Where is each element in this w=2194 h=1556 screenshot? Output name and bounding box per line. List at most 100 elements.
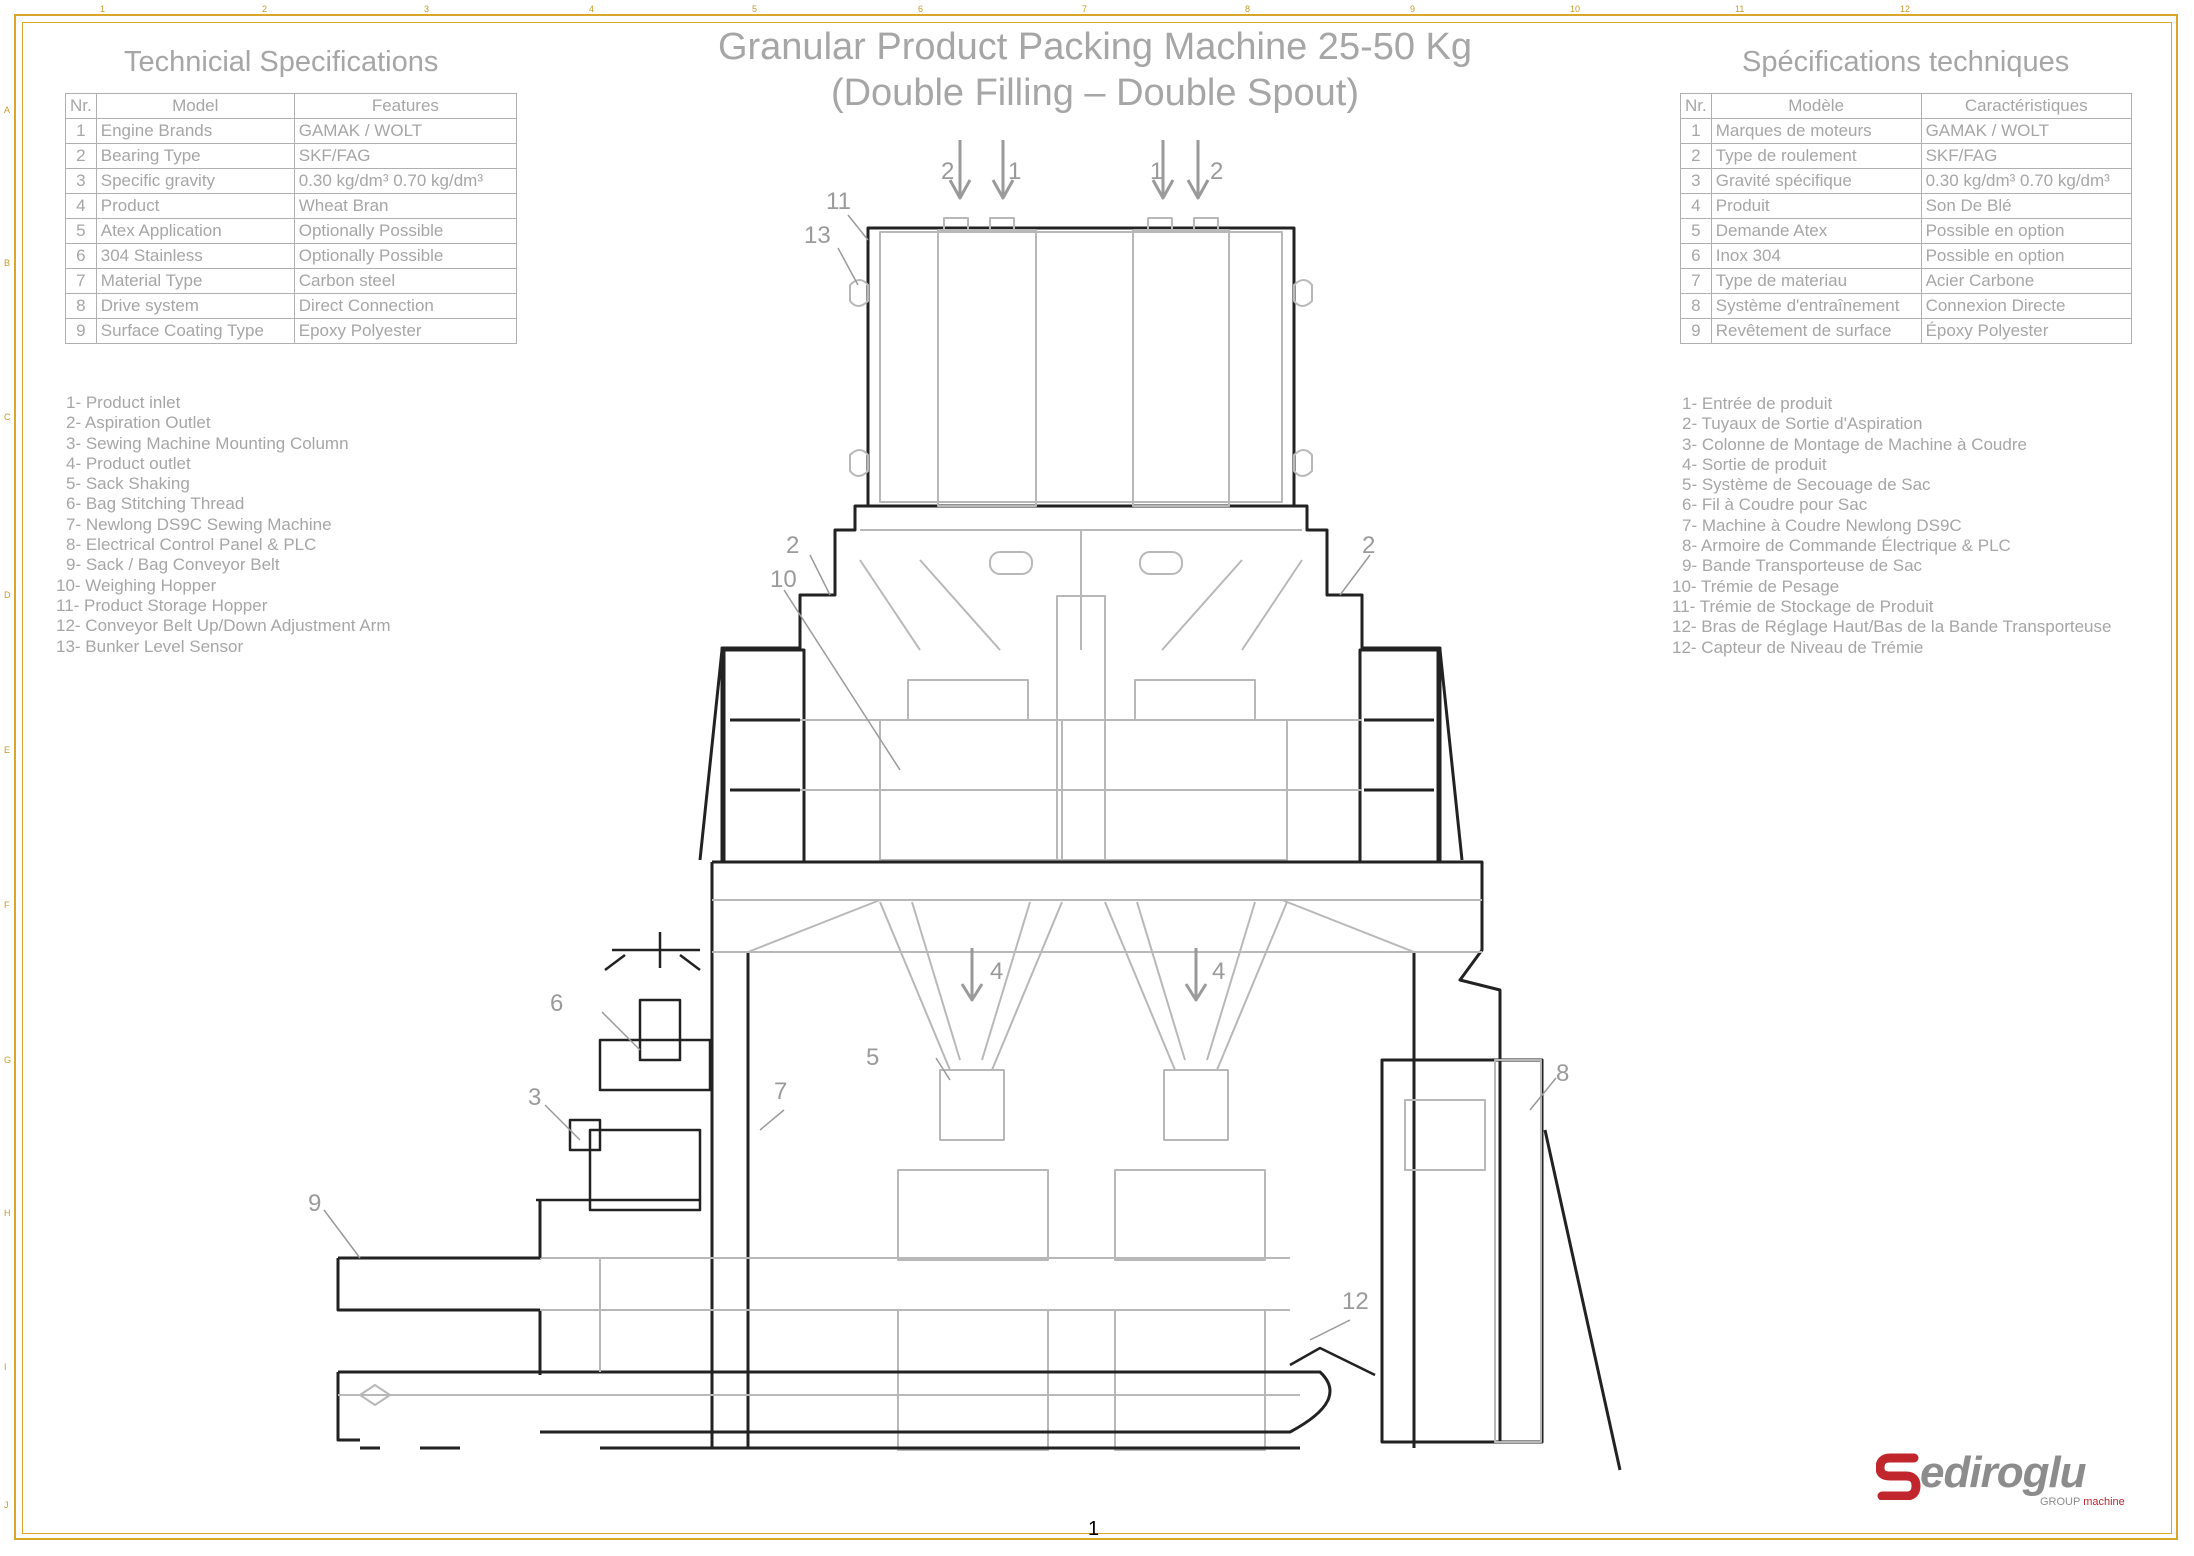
- ruler-top-label: 7: [1082, 4, 1088, 14]
- ruler-side-label: A: [4, 105, 11, 115]
- ruler-side-label: B: [4, 258, 11, 268]
- legend-item: 10- Weighing Hopper: [56, 575, 217, 595]
- cell-model: Product: [95, 193, 295, 219]
- cell-feature: Optionally Possible: [293, 243, 518, 269]
- cell-nr: 2: [1680, 143, 1712, 169]
- legend-item: 1- Entrée de produit: [1682, 394, 1833, 413]
- legend-item: 8- Electrical Control Panel & PLC: [66, 535, 317, 555]
- inlet-arrows: [948, 140, 1210, 200]
- legend-item: 7- Machine à Coudre Newlong DS9C: [1682, 515, 1962, 535]
- ruler-side-label: D: [4, 590, 11, 600]
- spec-fr-header-row: Nr. Modèle Caractéristiques: [1680, 93, 2133, 119]
- cell-model: Specific gravity: [95, 168, 295, 194]
- callout-6: 6: [550, 990, 564, 1017]
- legend-item: 4- Product outlet: [66, 453, 191, 473]
- main-frame: [710, 860, 1502, 1448]
- callout-8: 8: [1556, 1060, 1570, 1087]
- logo-subtitle: GROUP machine: [2040, 1496, 2125, 1508]
- ruler-top-label: 11: [1735, 4, 1745, 14]
- cell-model: Inox 304: [1710, 243, 1922, 269]
- col-features: Features: [293, 93, 518, 119]
- callout-7: 7: [774, 1078, 788, 1105]
- cell-model: Engine Brands: [95, 118, 295, 144]
- cell-feature: Son De Blé: [1920, 193, 2133, 219]
- conveyor-belt: [336, 1200, 1332, 1450]
- drawing-frame-inner: [22, 22, 2172, 1534]
- legend-item: 11- Trémie de Stockage de Produit: [1672, 596, 1934, 616]
- logo-wordmark: ediroglu: [1920, 1448, 2087, 1498]
- cell-model: Type de roulement: [1710, 143, 1922, 169]
- logo-brand: edirog: [1920, 1448, 2049, 1497]
- legend-item: 12- Bras de Réglage Haut/Bas de la Bande…: [1672, 617, 2112, 637]
- main-frame-detail: [712, 899, 1482, 1451]
- callout-1: 1: [1008, 158, 1022, 185]
- ruler-top-label: 10: [1570, 4, 1581, 14]
- cell-feature: SKF/FAG: [1920, 143, 2133, 169]
- legend-en: 1- Product inlet 2- Aspiration Outlet 3-…: [56, 393, 390, 657]
- cell-feature: Possible en option: [1920, 243, 2133, 269]
- cell-nr: 9: [1680, 318, 1712, 344]
- ruler-top-label: 5: [752, 4, 758, 14]
- legend-item: 6- Bag Stitching Thread: [66, 494, 245, 514]
- legend-item: 10- Trémie de Pesage: [1672, 576, 1840, 596]
- cell-nr: 7: [1680, 268, 1712, 294]
- cell-model: Produit: [1710, 193, 1922, 219]
- ruler-top-label: 12: [1900, 4, 1911, 14]
- legend-item: 12- Capteur de Niveau de Trémie: [1672, 637, 1924, 657]
- callout-4: 4: [1212, 958, 1226, 985]
- legend-item: 3- Colonne de Montage de Machine à Coudr…: [1682, 434, 2027, 454]
- ruler-side-label: G: [4, 1055, 12, 1065]
- callout-2: 2: [786, 532, 800, 559]
- ruler-top-label: 4: [589, 4, 595, 14]
- legend-item: 12- Conveyor Belt Up/Down Adjustment Arm: [56, 616, 391, 636]
- cell-model: 304 Stainless: [95, 243, 295, 269]
- callout-13: 13: [804, 222, 831, 249]
- drawing-title: Granular Product Packing Machine 25-50 K…: [600, 24, 1590, 116]
- ruler-top-label: 8: [1245, 4, 1251, 14]
- cell-model: Revêtement de surface: [1710, 318, 1922, 344]
- cell-feature: GAMAK / WOLT: [1920, 118, 2133, 144]
- cell-feature: Optionally Possible: [293, 218, 518, 244]
- ruler-side-label: I: [4, 1362, 7, 1372]
- cell-feature: Connexion Directe: [1920, 293, 2133, 319]
- legend-item: 5- Système de Secouage de Sac: [1682, 475, 1931, 495]
- legend-item: 2- Aspiration Outlet: [66, 413, 211, 433]
- legend-item: 3- Sewing Machine Mounting Column: [66, 433, 349, 453]
- cell-feature: Wheat Bran: [293, 193, 518, 219]
- ruler-top-label: 2: [262, 4, 268, 14]
- legend-item: 7- Newlong DS9C Sewing Machine: [66, 514, 332, 534]
- callout-12: 12: [1342, 1288, 1369, 1315]
- page-number: 1: [1088, 1518, 1100, 1540]
- legend-item: 2- Tuyaux de Sortie d'Aspiration: [1682, 414, 1923, 434]
- logo-brand-tail: lu: [2048, 1448, 2086, 1497]
- legend-fr: 1- Entrée de produit 2- Tuyaux de Sortie…: [1672, 394, 2111, 658]
- spec-en-header-row: Nr. Model Features: [65, 93, 518, 119]
- cell-feature: SKF/FAG: [293, 143, 518, 169]
- cell-model: Surface Coating Type: [95, 318, 295, 344]
- cell-nr: 5: [1680, 218, 1712, 244]
- ruler-top-label: 3: [424, 4, 430, 14]
- logo-sub-machine: machine: [2083, 1496, 2125, 1508]
- legend-item: 8- Armoire de Commande Électrique & PLC: [1682, 536, 2011, 556]
- drawing-frame: [14, 14, 2178, 1540]
- spout-arrows: [960, 948, 1208, 1002]
- railings: [698, 648, 1464, 864]
- cell-model: Drive system: [95, 293, 295, 319]
- ruler-top-label: 6: [918, 4, 924, 14]
- callout-2: 2: [1362, 532, 1376, 559]
- cell-model: Bearing Type: [95, 143, 295, 169]
- cell-feature: 0.30 kg/dm³ 0.70 kg/dm³: [293, 168, 518, 194]
- ruler-top-label: 1: [100, 4, 106, 14]
- col-nr: Nr.: [65, 93, 97, 119]
- spec-fr-heading: Spécifications techniques: [1742, 46, 2070, 78]
- legend-item: 6- Fil à Coudre pour Sac: [1682, 495, 1868, 515]
